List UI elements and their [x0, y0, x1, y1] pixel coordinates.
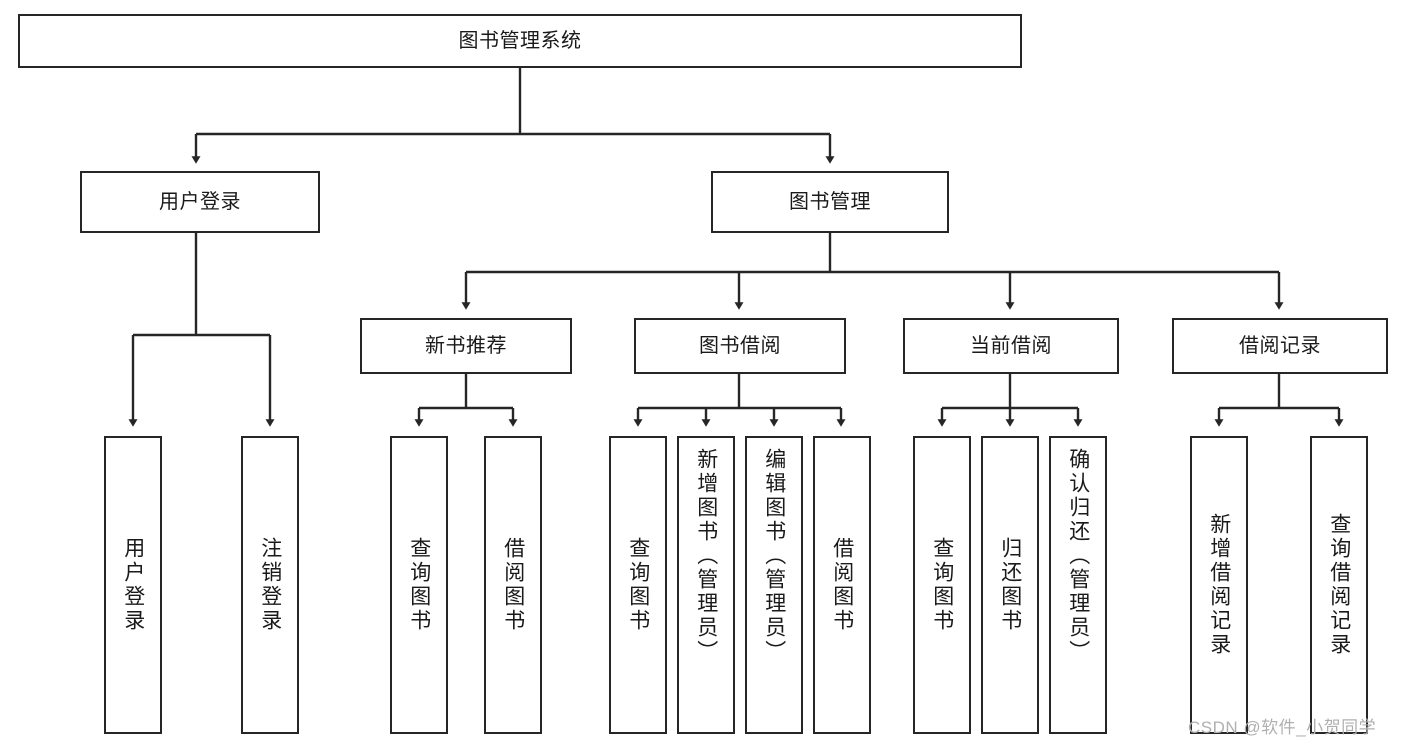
node-leaf-query-book-2[interactable]: 查询图书	[609, 436, 667, 734]
node-label: 查询图书	[930, 537, 954, 633]
node-label: 归还图书	[998, 537, 1022, 633]
node-leaf-query-book-1[interactable]: 查询图书	[390, 436, 448, 734]
node-label: 查询图书	[407, 537, 431, 633]
node-new-book-recommend[interactable]: 新书推荐	[360, 318, 572, 374]
node-leaf-query-record[interactable]: 查询借阅记录	[1310, 436, 1368, 734]
node-leaf-borrow-book-1[interactable]: 借阅图书	[484, 436, 542, 734]
node-book-borrow[interactable]: 图书借阅	[634, 318, 846, 374]
node-label: 图书管理	[789, 190, 871, 213]
node-leaf-logout[interactable]: 注销登录	[241, 436, 299, 734]
node-leaf-edit-book[interactable]: 编辑图书（管理员）	[745, 436, 803, 734]
node-label: 借阅记录	[1239, 334, 1321, 357]
node-label: 编辑图书（管理员）	[762, 448, 786, 664]
node-label: 当前借阅	[970, 334, 1052, 357]
node-label: 新增借阅记录	[1207, 513, 1231, 657]
node-label: 确认归还（管理员）	[1066, 448, 1090, 664]
node-book-management[interactable]: 图书管理	[711, 171, 949, 233]
node-label: 图书管理系统	[458, 29, 582, 52]
watermark: CSDN @软件_小贺同学	[1188, 718, 1377, 737]
node-label: 借阅图书	[501, 537, 525, 633]
node-label: 新书推荐	[425, 334, 507, 357]
node-borrow-record[interactable]: 借阅记录	[1172, 318, 1388, 374]
node-leaf-add-book[interactable]: 新增图书（管理员）	[677, 436, 735, 734]
node-label: 用户登录	[121, 537, 145, 633]
node-leaf-confirm-return[interactable]: 确认归还（管理员）	[1049, 436, 1107, 734]
node-label: 注销登录	[258, 537, 282, 633]
node-label: 查询借阅记录	[1327, 513, 1351, 657]
node-leaf-add-record[interactable]: 新增借阅记录	[1190, 436, 1248, 734]
node-label: 借阅图书	[830, 537, 854, 633]
node-user-login[interactable]: 用户登录	[80, 171, 320, 233]
node-label: 新增图书（管理员）	[694, 448, 718, 664]
node-current-borrow[interactable]: 当前借阅	[903, 318, 1119, 374]
node-label: 图书借阅	[699, 334, 781, 357]
node-leaf-return-book[interactable]: 归还图书	[981, 436, 1039, 734]
node-leaf-user-login[interactable]: 用户登录	[104, 436, 162, 734]
node-label: 查询图书	[626, 537, 650, 633]
node-label: 用户登录	[159, 190, 241, 213]
node-leaf-query-book-3[interactable]: 查询图书	[913, 436, 971, 734]
node-book-management-system[interactable]: 图书管理系统	[18, 14, 1022, 68]
node-leaf-borrow-book-2[interactable]: 借阅图书	[813, 436, 871, 734]
